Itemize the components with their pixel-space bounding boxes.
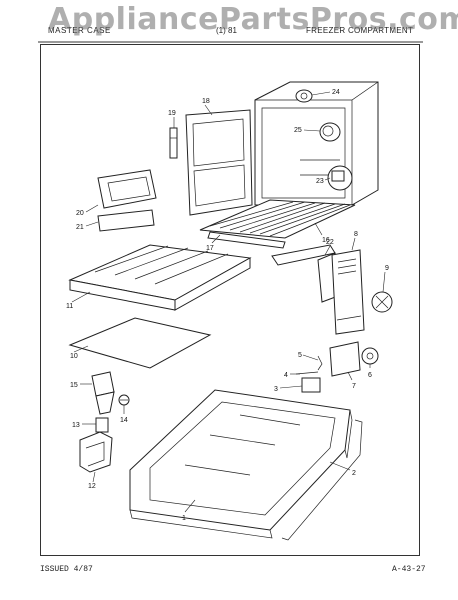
- damper-knob: [361, 347, 379, 365]
- callout-7: 7: [352, 383, 356, 390]
- callout-25: 25: [294, 127, 302, 134]
- drain-tube: [95, 417, 109, 433]
- callout-15: 15: [70, 382, 78, 389]
- damper-link: [295, 371, 319, 375]
- issued-date: ISSUED 4/87: [40, 565, 93, 574]
- callout-13: 13: [72, 422, 80, 429]
- callout-20: 20: [76, 210, 84, 217]
- callout-12: 12: [88, 483, 96, 490]
- watermark-logo: AppliancePartsPros.com: [48, 2, 458, 37]
- light-socket-part: [295, 89, 313, 103]
- base-gasket: [281, 419, 363, 541]
- diagram-frame: [40, 44, 420, 556]
- freezer-door: [185, 109, 253, 216]
- callout-16: 16: [322, 237, 330, 244]
- header-right-text: FREEZER COMPARTMENT: [306, 26, 414, 35]
- page-header: MASTER CASE (1) 81 FREEZER COMPARTMENT: [38, 22, 423, 40]
- callout-10: 10: [70, 353, 78, 360]
- callout-8: 8: [354, 231, 358, 238]
- callout-17: 17: [206, 245, 214, 252]
- drip-tray: [68, 244, 252, 311]
- callout-2: 2: [352, 470, 356, 477]
- callout-9: 9: [385, 265, 389, 272]
- header-middle-text: (1) 81: [216, 26, 237, 35]
- drain-clip: [118, 394, 130, 406]
- base-pan: [129, 389, 353, 539]
- damper-spring: [317, 355, 323, 371]
- callout-11: 11: [66, 303, 73, 310]
- freezer-liner: [254, 81, 379, 206]
- callout-labels: 1 2 3 4 5 6 7 8 9 10 11 12 13 14 15 16 1…: [66, 89, 389, 522]
- light-bulb-part: [319, 122, 341, 142]
- callout-24: 24: [332, 89, 340, 96]
- drain-pan: [79, 431, 113, 473]
- insulation-pad: [68, 317, 212, 369]
- callout-22: 22: [326, 239, 334, 246]
- callout-5: 5: [298, 352, 302, 359]
- header-left-text: MASTER CASE: [48, 26, 111, 35]
- evaporator-cover: [331, 249, 365, 335]
- shelf-bracket: [271, 244, 339, 303]
- wire-shelf: [199, 199, 356, 239]
- callout-4: 4: [284, 372, 288, 379]
- page-code: A-43-27: [392, 565, 426, 574]
- drain-trough: [91, 371, 115, 415]
- callout-19: 19: [168, 110, 176, 117]
- callout-18: 18: [202, 98, 210, 105]
- damper-housing: [329, 341, 361, 377]
- callout-21: 21: [76, 224, 84, 231]
- thermostat-part: [327, 165, 353, 191]
- callout-3: 3: [274, 386, 278, 393]
- leader-lines: [71, 91, 386, 513]
- control-housing: [97, 169, 157, 209]
- damper-motor: [301, 377, 321, 393]
- callout-6: 6: [368, 372, 372, 379]
- control-knob-plate: [97, 209, 155, 232]
- callout-14: 14: [120, 417, 128, 424]
- cover-clip-part: [371, 291, 393, 313]
- shelf-front-rail: [207, 231, 286, 249]
- door-hinge: [169, 127, 178, 159]
- callout-23: 23: [316, 178, 324, 185]
- callout-1: 1: [182, 515, 186, 522]
